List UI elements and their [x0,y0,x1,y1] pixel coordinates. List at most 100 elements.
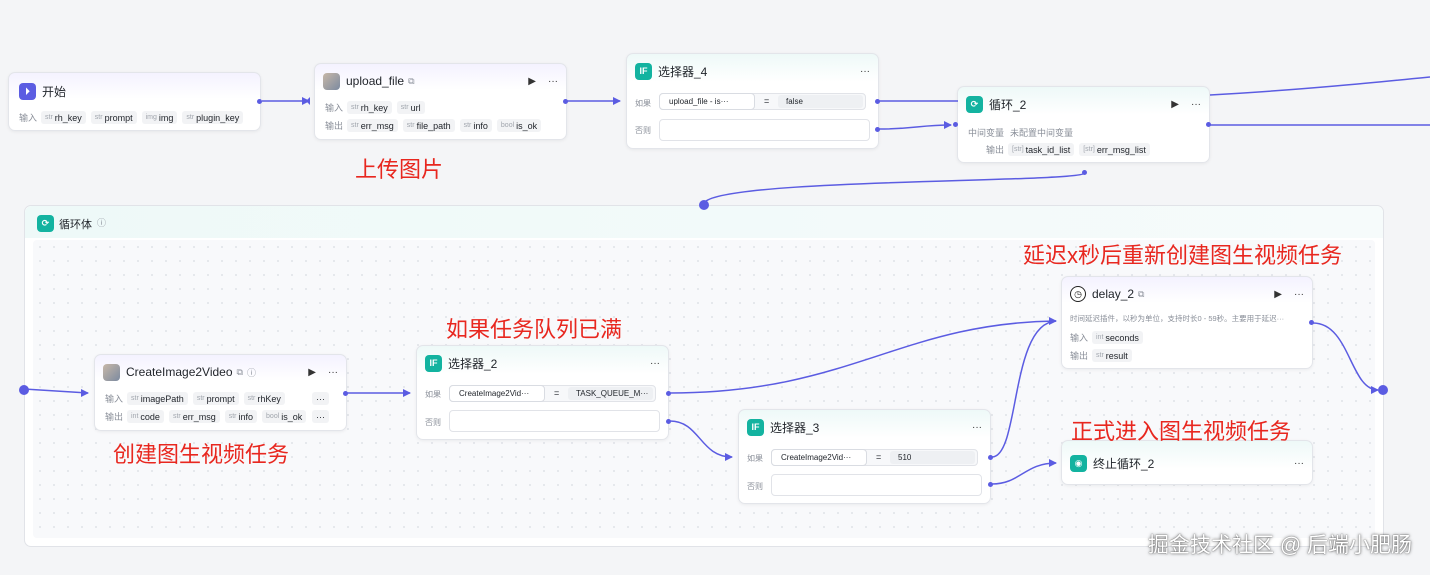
loop-2-node[interactable]: ⟳ 循环_2 ▶··· 中间变量 未配置中间变量 输出 [str]task_id… [957,86,1210,163]
node-title: 选择器_3 [770,420,820,435]
clock-icon: ◷ [1070,286,1086,302]
input-label: 输入 [105,394,124,404]
input-label: 输入 [1070,333,1089,343]
more-icon[interactable]: ··· [1294,288,1304,300]
output-row: 输出 [str]task_id_list [str]err_msg_list [986,143,1155,156]
selector-2-node[interactable]: IF 选择器_2 ··· 如果 CreateImage2Vid··· = TAS… [416,345,669,440]
output-port[interactable] [1206,122,1211,127]
more-icon[interactable]: ··· [860,65,870,77]
condition-operator[interactable]: = [554,388,560,398]
wire-selector4-else [878,124,952,130]
else-label: 否则 [425,418,441,427]
condition-operator[interactable]: = [764,96,770,106]
param-tag: [str]err_msg_list [1079,143,1150,156]
input-label: 输入 [325,103,344,113]
if-icon: IF [425,354,442,372]
loop-body-handle[interactable] [699,200,709,210]
else-row[interactable] [771,474,982,496]
selector-4-node[interactable]: IF 选择器_4 ··· 如果 upload_file - is··· = fa… [626,53,879,149]
run-icon[interactable]: ▶ [528,75,536,87]
condition-right[interactable]: TASK_QUEUE_M··· [568,387,653,400]
output-port[interactable] [563,99,568,104]
input-port[interactable] [953,122,958,127]
arrow-head [1049,459,1057,467]
more-icon[interactable]: ··· [972,421,982,433]
output-port[interactable] [343,391,348,396]
copy-icon: ⧉ [236,366,243,377]
condition-row[interactable]: upload_file - is··· = false [659,93,866,110]
loop-body-header: ⟳ 循环体 ⓘ [25,206,1383,238]
more-icon[interactable]: ··· [1294,457,1304,469]
output-label: 输出 [325,121,344,131]
condition-row[interactable]: CreateImage2Vid··· = 510 [771,449,978,466]
output-port[interactable] [988,482,993,487]
node-title: 选择器_2 [448,356,498,371]
mid-var-value: 未配置中间变量 [1010,128,1074,138]
arrow-head [403,389,411,397]
else-row[interactable] [449,410,660,432]
condition-left[interactable]: CreateImage2Vid··· [449,385,545,402]
output-port[interactable] [875,99,880,104]
arrow-head [302,97,310,105]
more-icon[interactable]: ··· [650,357,660,369]
output-port[interactable] [1309,320,1314,325]
annotation-upload: 上传图片 [355,157,444,182]
more-params-button[interactable]: ··· [312,392,329,405]
condition-right[interactable]: false [778,95,863,108]
copy-icon: ⧉ [408,75,415,86]
info-icon[interactable]: ⓘ [97,218,107,228]
node-title: 终止循环_2 [1093,456,1155,471]
run-icon[interactable]: ▶ [1171,98,1179,110]
selector-3-node[interactable]: IF 选择器_3 ··· 如果 CreateImage2Vid··· = 510… [738,409,991,504]
output-label: 输出 [105,412,124,422]
output-port[interactable] [988,455,993,460]
condition-left[interactable]: CreateImage2Vid··· [771,449,867,466]
start-icon: ⏵ [19,82,36,100]
copy-icon: ⧉ [1138,288,1145,299]
end-loop-2-node[interactable]: ◉ 终止循环_2 ··· [1061,440,1313,485]
loop-icon: ⟳ [37,215,54,232]
condition-left[interactable]: upload_file - is··· [659,93,755,110]
loop-body-start-handle[interactable] [19,385,29,395]
if-icon: IF [747,418,764,436]
delay-2-node[interactable]: ◷ delay_2 ⧉ ▶··· 时间延迟插件，以秒为单位，支持时长0 - 59… [1061,276,1313,369]
output-port[interactable] [666,419,671,424]
plugin-image-icon [103,363,120,381]
condition-operator[interactable]: = [876,452,882,462]
loop-body-port[interactable] [1082,170,1087,175]
arrow-head [81,389,89,397]
output-port[interactable] [875,127,880,132]
more-icon[interactable]: ··· [328,366,338,378]
more-params-button[interactable]: ··· [312,410,329,423]
run-icon[interactable]: ▶ [308,366,316,378]
output-port[interactable] [666,391,671,396]
condition-row[interactable]: CreateImage2Vid··· = TASK_QUEUE_M··· [449,385,656,402]
else-row[interactable] [659,119,870,141]
output-label: 输出 [1070,351,1089,361]
loop-body-end-handle[interactable] [1378,385,1388,395]
loop-body-title: 循环体 [59,219,92,231]
node-title: upload_file [346,74,405,88]
else-label: 否则 [747,482,763,491]
run-icon[interactable]: ▶ [1274,288,1282,300]
condition-right[interactable]: 510 [890,451,975,464]
info-icon[interactable]: ⓘ [246,367,256,378]
output-port[interactable] [257,99,262,104]
more-icon[interactable]: ··· [548,75,558,87]
more-icon[interactable]: ··· [1191,98,1201,110]
